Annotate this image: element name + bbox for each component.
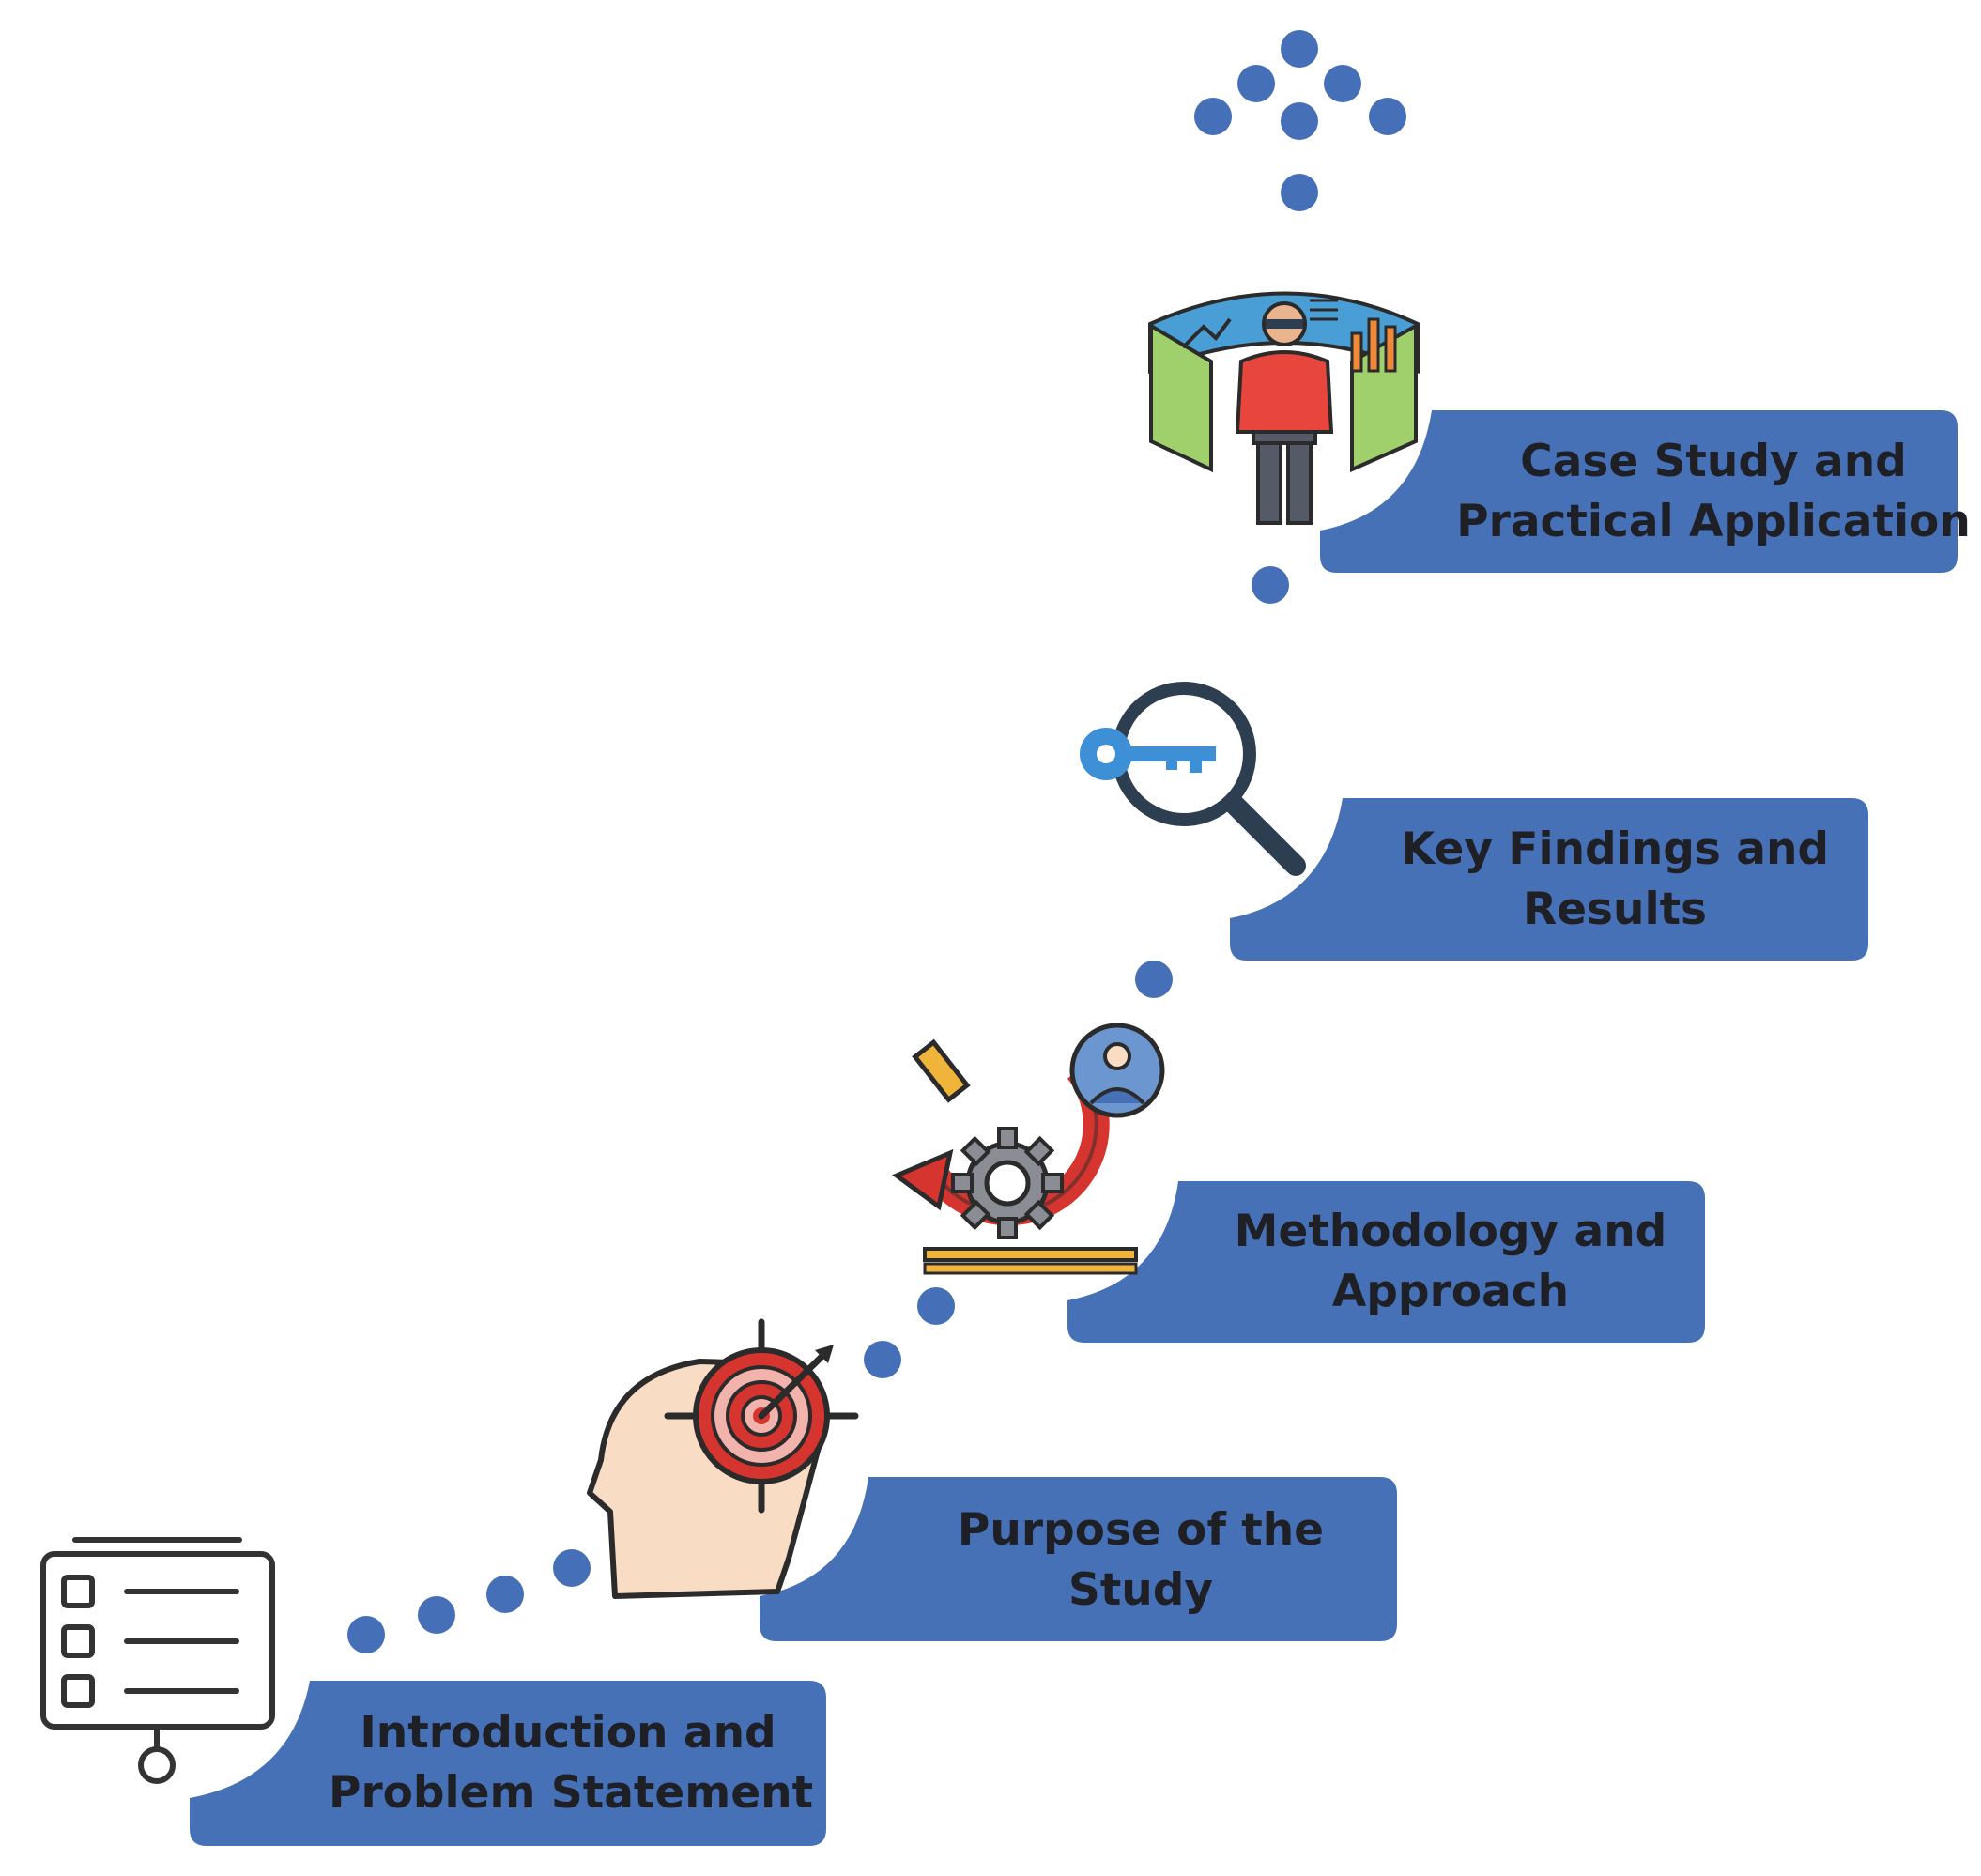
path-dot xyxy=(917,1287,955,1325)
path-dot xyxy=(553,1549,591,1587)
step-label-purpose: Purpose of the Study xyxy=(897,1500,1385,1621)
step-label-key-findings: Key Findings and Results xyxy=(1371,820,1859,940)
step-label-line: Methodology and xyxy=(1234,1206,1667,1257)
path-dot xyxy=(418,1596,455,1634)
step-box-2 xyxy=(760,1477,1397,1641)
path-dot xyxy=(486,1576,524,1613)
step-label-line: Purpose of the xyxy=(957,1504,1325,1556)
step-label-line: Case Study and xyxy=(1520,436,1907,487)
step-label-line: Key Findings and xyxy=(1400,823,1830,875)
step-label-line: Approach xyxy=(1331,1266,1570,1317)
step-box-5 xyxy=(1320,410,1958,573)
step-box-1 xyxy=(190,1681,826,1846)
path-dot xyxy=(1252,566,1289,604)
step-label-line: Study xyxy=(1067,1564,1214,1616)
path-dot xyxy=(347,1616,385,1653)
person-dashboard-icon xyxy=(1148,291,1420,525)
step-label-line: Practical Application xyxy=(1456,496,1971,547)
step-label-line: Results xyxy=(1522,884,1708,935)
step-label-line: Introduction and xyxy=(360,1707,776,1759)
step-label-line: Problem Statement xyxy=(329,1767,814,1819)
key-magnifier-icon xyxy=(1080,682,1306,876)
step-label-introduction: Introduction and Problem Statement xyxy=(329,1703,814,1823)
dotted-path xyxy=(347,566,1289,1653)
step-box-4 xyxy=(1230,798,1868,961)
step-label-case-study: Case Study and Practical Application xyxy=(1451,432,1976,552)
step-label-methodology: Methodology and Approach xyxy=(1206,1202,1695,1322)
checklist-board-icon xyxy=(40,1537,275,1784)
head-target-icon xyxy=(587,1318,859,1599)
step-box-3 xyxy=(1067,1181,1705,1343)
gear-cycle-icon xyxy=(891,1023,1165,1275)
path-dot xyxy=(1135,961,1173,998)
path-dot xyxy=(864,1341,901,1378)
arrow-head-dots xyxy=(1194,30,1406,211)
